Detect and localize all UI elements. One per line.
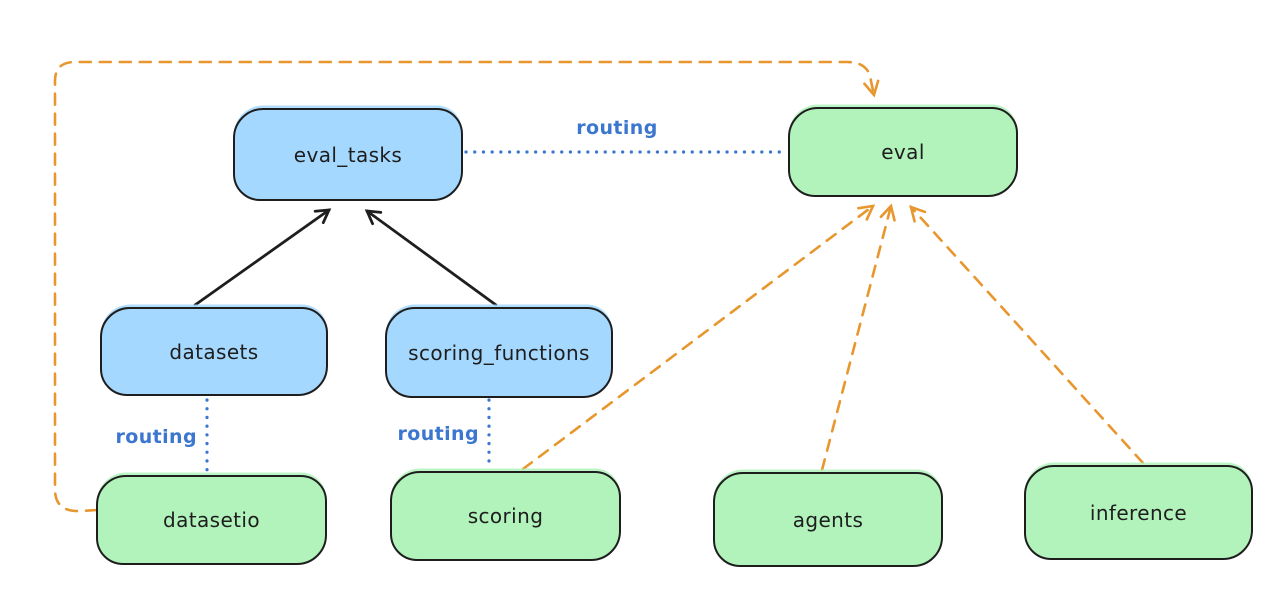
routing-label-eval_tasks-eval: routing — [576, 117, 658, 139]
node-agents-label: agents — [792, 507, 864, 532]
node-agents[interactable]: agents — [713, 472, 943, 567]
node-eval_tasks-label: eval_tasks — [293, 142, 403, 167]
node-scoring[interactable]: scoring — [390, 471, 621, 561]
routing-label-datasets-datasetio: routing — [115, 426, 197, 448]
edge-inference-to-eval[interactable] — [909, 204, 1145, 465]
node-eval[interactable]: eval — [788, 107, 1018, 197]
node-eval_tasks[interactable]: eval_tasks — [233, 108, 463, 201]
edge-scoring_functions-to-eval_tasks[interactable] — [364, 209, 498, 307]
edge-scoring-to-eval[interactable] — [521, 204, 876, 471]
node-scoring_functions[interactable]: scoring_functions — [385, 307, 613, 398]
node-datasetio[interactable]: datasetio — [96, 475, 327, 565]
node-inference[interactable]: inference — [1024, 465, 1253, 560]
edge-datasets-to-eval_tasks[interactable] — [193, 208, 332, 307]
node-eval-label: eval — [881, 140, 925, 164]
routing-label-scoring_functions-scoring: routing — [397, 423, 479, 445]
edge-datasetio-to-eval-loop[interactable] — [53, 60, 880, 513]
node-datasets[interactable]: datasets — [100, 307, 328, 396]
edge-agents-to-eval[interactable] — [820, 203, 896, 472]
node-scoring_functions-label: scoring_functions — [408, 340, 590, 365]
node-inference-label: inference — [1089, 500, 1188, 525]
node-scoring-label: scoring — [467, 504, 544, 528]
node-datasets-label: datasets — [169, 339, 259, 364]
node-datasetio-label: datasetio — [162, 508, 260, 532]
